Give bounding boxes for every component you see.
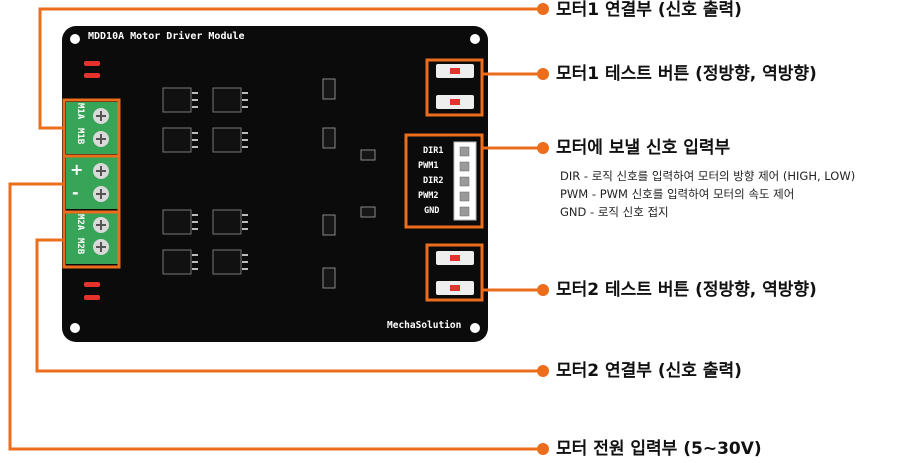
- signal-desc-pwm: PWM - PWM 신호를 입력하여 모터의 속도 제어: [560, 187, 795, 201]
- callout-signal-input: 모터에 보낼 신호 입력부: [556, 138, 731, 158]
- terminal-block-motor1: [66, 102, 118, 154]
- signal-desc-dir: DIR - 로직 신호를 입력하여 모터의 방향 제어 (HIGH, LOW): [560, 169, 856, 183]
- terminal-block-motor2: [66, 212, 118, 264]
- callout-motor1-output: 모터1 연결부 (신호 출력): [556, 0, 742, 20]
- header-pin-pads: [459, 146, 470, 217]
- header-pin-dir2: DIR2: [423, 176, 444, 186]
- led-top-2: [84, 73, 100, 78]
- led-bottom-2: [84, 295, 100, 300]
- led-top-1: [84, 61, 100, 66]
- mounting-hole-tr: [470, 34, 480, 44]
- test-buttons-motor1: [436, 64, 474, 109]
- callout-motor2-test: 모터2 테스트 버튼 (정방향, 역방향): [556, 280, 817, 300]
- ic-chips: [322, 78, 376, 289]
- leader-lines: [8, 7, 540, 451]
- pin-label-m1a: M1A: [75, 103, 85, 120]
- header-pin-pwm2: PWM2: [418, 191, 439, 201]
- led-bottom-1: [84, 282, 100, 287]
- terminal-block-power: [66, 157, 118, 209]
- pin-label-m2b: M2B: [75, 238, 85, 255]
- board-brand: MechaSolution: [387, 320, 462, 331]
- header-pin-pwm1: PWM1: [418, 161, 439, 171]
- mounting-hole-tl: [70, 34, 80, 44]
- pin-label-m1b: M1B: [75, 128, 85, 145]
- callout-power-input: 모터 전원 입력부 (5~30V): [556, 439, 762, 459]
- signal-desc-gnd: GND - 로직 신호 접지: [560, 205, 669, 219]
- power-plus-sign: +: [70, 160, 84, 179]
- header-pin-gnd: GND: [424, 206, 440, 216]
- mounting-hole-bl: [70, 323, 80, 333]
- callout-motor1-test: 모터1 테스트 버튼 (정방향, 역방향): [556, 64, 817, 84]
- header-pin-dir1: DIR1: [423, 146, 444, 156]
- pin-label-m2a: M2A: [75, 214, 85, 231]
- callout-motor2-output: 모터2 연결부 (신호 출력): [556, 361, 742, 381]
- leader-dots: [537, 3, 549, 455]
- mounting-hole-br: [470, 323, 480, 333]
- test-buttons-motor2: [436, 251, 474, 295]
- mosfet-group: [162, 87, 242, 275]
- board-title: MDD10A Motor Driver Module: [88, 31, 245, 42]
- power-minus-sign: -: [72, 183, 79, 202]
- mosfet-legs: [192, 92, 248, 270]
